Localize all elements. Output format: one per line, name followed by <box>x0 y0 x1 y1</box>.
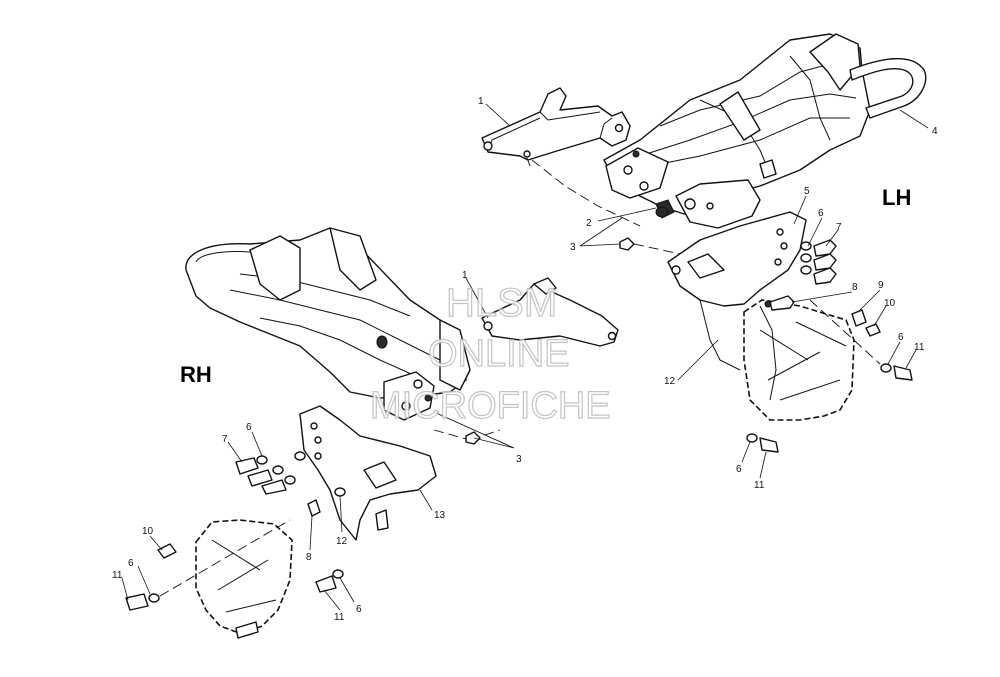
rh-bracket-part-13 <box>299 405 437 541</box>
watermark: HLSM ONLINE MICROFICHE <box>369 280 611 427</box>
rh-guard-plate <box>195 519 293 639</box>
lh-bracket-part-1 <box>481 87 631 167</box>
rh-bracket-part-1 <box>481 277 619 347</box>
lh-assembly <box>481 33 927 453</box>
callout-lh-6b: 6 <box>898 332 904 343</box>
rh-dash-line-b <box>159 519 291 597</box>
callout-rh-6b: 6 <box>128 558 134 569</box>
watermark-line-1: HLSM <box>446 281 557 325</box>
lh-plate-part-5 <box>667 211 807 371</box>
lh-guard-part-12 <box>743 299 855 421</box>
callout-rh-6c: 6 <box>356 604 362 615</box>
rh-bolt-part-10 <box>157 543 177 559</box>
rh-frame-plate <box>383 371 435 421</box>
rh-assembly <box>125 227 619 639</box>
callout-lh-5: 5 <box>804 186 810 197</box>
callout-lh-7: 7 <box>836 222 842 233</box>
lh-dash-line-a <box>531 159 641 227</box>
rh-washer-part-12 <box>334 487 346 497</box>
callout-rh-3: 3 <box>516 454 522 465</box>
lh-seat-frame-part-4 <box>603 33 927 229</box>
watermark-line-2: ONLINE <box>428 333 569 375</box>
callout-lh-6c: 6 <box>736 464 742 475</box>
callout-rh-11a: 11 <box>112 570 123 581</box>
lh-bolt-part-10 <box>865 323 881 337</box>
rh-bolt-part-8 <box>307 499 321 517</box>
callout-rh-12: 12 <box>336 536 348 547</box>
lh-bolts-part-7 <box>813 239 837 285</box>
callout-rh-11b: 11 <box>334 612 345 623</box>
lh-bolt-part-11b <box>746 433 779 453</box>
callout-lh-11a: 11 <box>914 342 925 353</box>
rh-nut-part-3 <box>465 431 481 445</box>
callout-lh-8: 8 <box>852 282 858 293</box>
leader-lines <box>121 103 929 611</box>
label-rh: RH <box>180 362 212 387</box>
lh-bolt-part-11a <box>880 363 913 381</box>
rh-seat-frame <box>185 227 471 399</box>
rh-bolt-part-11b <box>315 569 344 593</box>
callout-lh-4: 4 <box>932 126 938 137</box>
callout-lh-2: 2 <box>586 218 592 229</box>
rh-washers-part-6 <box>256 451 306 485</box>
lh-nut-part-3 <box>619 237 635 251</box>
rh-bolt-part-11a <box>125 593 160 611</box>
callout-lh-1: 1 <box>478 96 484 107</box>
callout-rh-13: 13 <box>434 510 446 521</box>
callout-rh-6a: 6 <box>246 422 252 433</box>
callout-lh-11b: 11 <box>754 480 765 491</box>
callout-numbers: 1 4 2 3 5 6 7 8 9 10 6 11 12 6 11 1 7 6 … <box>112 96 938 623</box>
callout-lh-10: 10 <box>884 298 896 309</box>
watermark-line-3: MICROFICHE <box>370 385 611 427</box>
lh-washers-part-6 <box>800 241 812 275</box>
callout-lh-3: 3 <box>570 242 576 253</box>
lh-spacer-part-2 <box>655 199 675 219</box>
rh-bolts-part-7 <box>235 457 287 495</box>
callout-rh-7: 7 <box>222 434 228 445</box>
lh-dash-line-c <box>809 299 881 365</box>
lh-clip-part-9 <box>851 309 867 327</box>
callout-rh-8: 8 <box>306 552 312 563</box>
callout-lh-12: 12 <box>664 376 676 387</box>
callout-rh-1: 1 <box>462 270 468 281</box>
callout-lh-6a: 6 <box>818 208 824 219</box>
callout-rh-10: 10 <box>142 526 154 537</box>
callout-lh-9: 9 <box>878 280 884 291</box>
lh-bolt-part-8 <box>764 295 795 311</box>
label-lh: LH <box>882 185 911 210</box>
